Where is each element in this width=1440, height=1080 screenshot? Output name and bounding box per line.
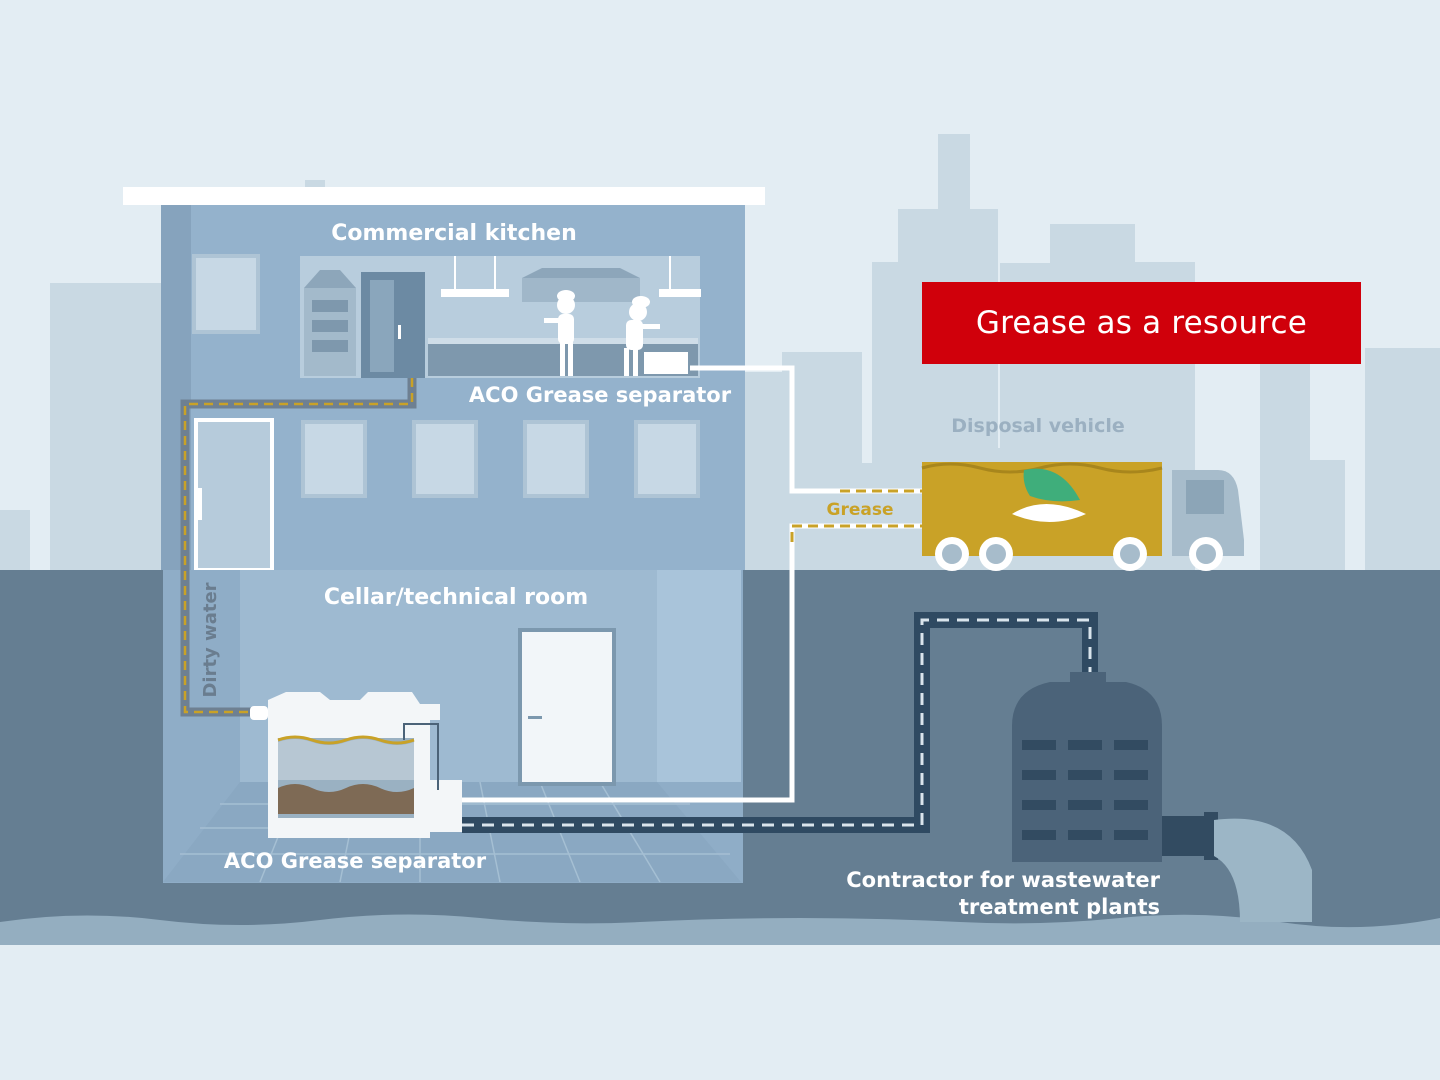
cellar-separator-tank: [250, 692, 462, 838]
label-disposal-vehicle: Disposal vehicle: [951, 415, 1124, 437]
label-grease: Grease: [827, 500, 894, 520]
vehicle-wheels: [935, 537, 1223, 571]
leaf-logo-icon: [1012, 468, 1086, 522]
chef-icon: [624, 296, 660, 376]
treatment-plant: [1012, 672, 1312, 922]
ground-wave: [0, 914, 1440, 945]
disposal-vehicle: [921, 448, 1244, 571]
dirty-water-pipe-dash: [183, 378, 414, 714]
resource-banner: Grease as a resource: [922, 282, 1361, 364]
cellar-grease-pipe-dash: [790, 524, 922, 542]
entrance-door: [194, 418, 274, 572]
label-cellar-room: Cellar/technical room: [324, 585, 588, 610]
chef-icon: [544, 290, 575, 376]
cellar-door: [518, 628, 616, 786]
cellar-door-handle: [528, 716, 542, 719]
kitchen-separator-unit: [644, 352, 688, 374]
label-aco-separator-cellar: ACO Grease separator: [224, 849, 487, 873]
label-commercial-kitchen: Commercial kitchen: [331, 221, 576, 246]
label-contractor-line1: Contractor for wastewater: [846, 868, 1160, 892]
door-handle: [198, 488, 202, 520]
cellar-right-wall: [657, 570, 741, 782]
label-dirty-water: Dirty water: [200, 582, 221, 697]
roof-slab: [123, 187, 765, 205]
kitchen-lamps: [441, 256, 701, 297]
middle-floor-windows: [301, 420, 700, 498]
wastewater-pipe-dash: [462, 618, 1092, 827]
kitchen-window-left: [192, 254, 260, 334]
label-contractor-line2: treatment plants: [959, 895, 1160, 919]
label-aco-separator-kitchen: ACO Grease separator: [469, 383, 732, 407]
banner-title: Grease as a resource: [975, 305, 1308, 341]
